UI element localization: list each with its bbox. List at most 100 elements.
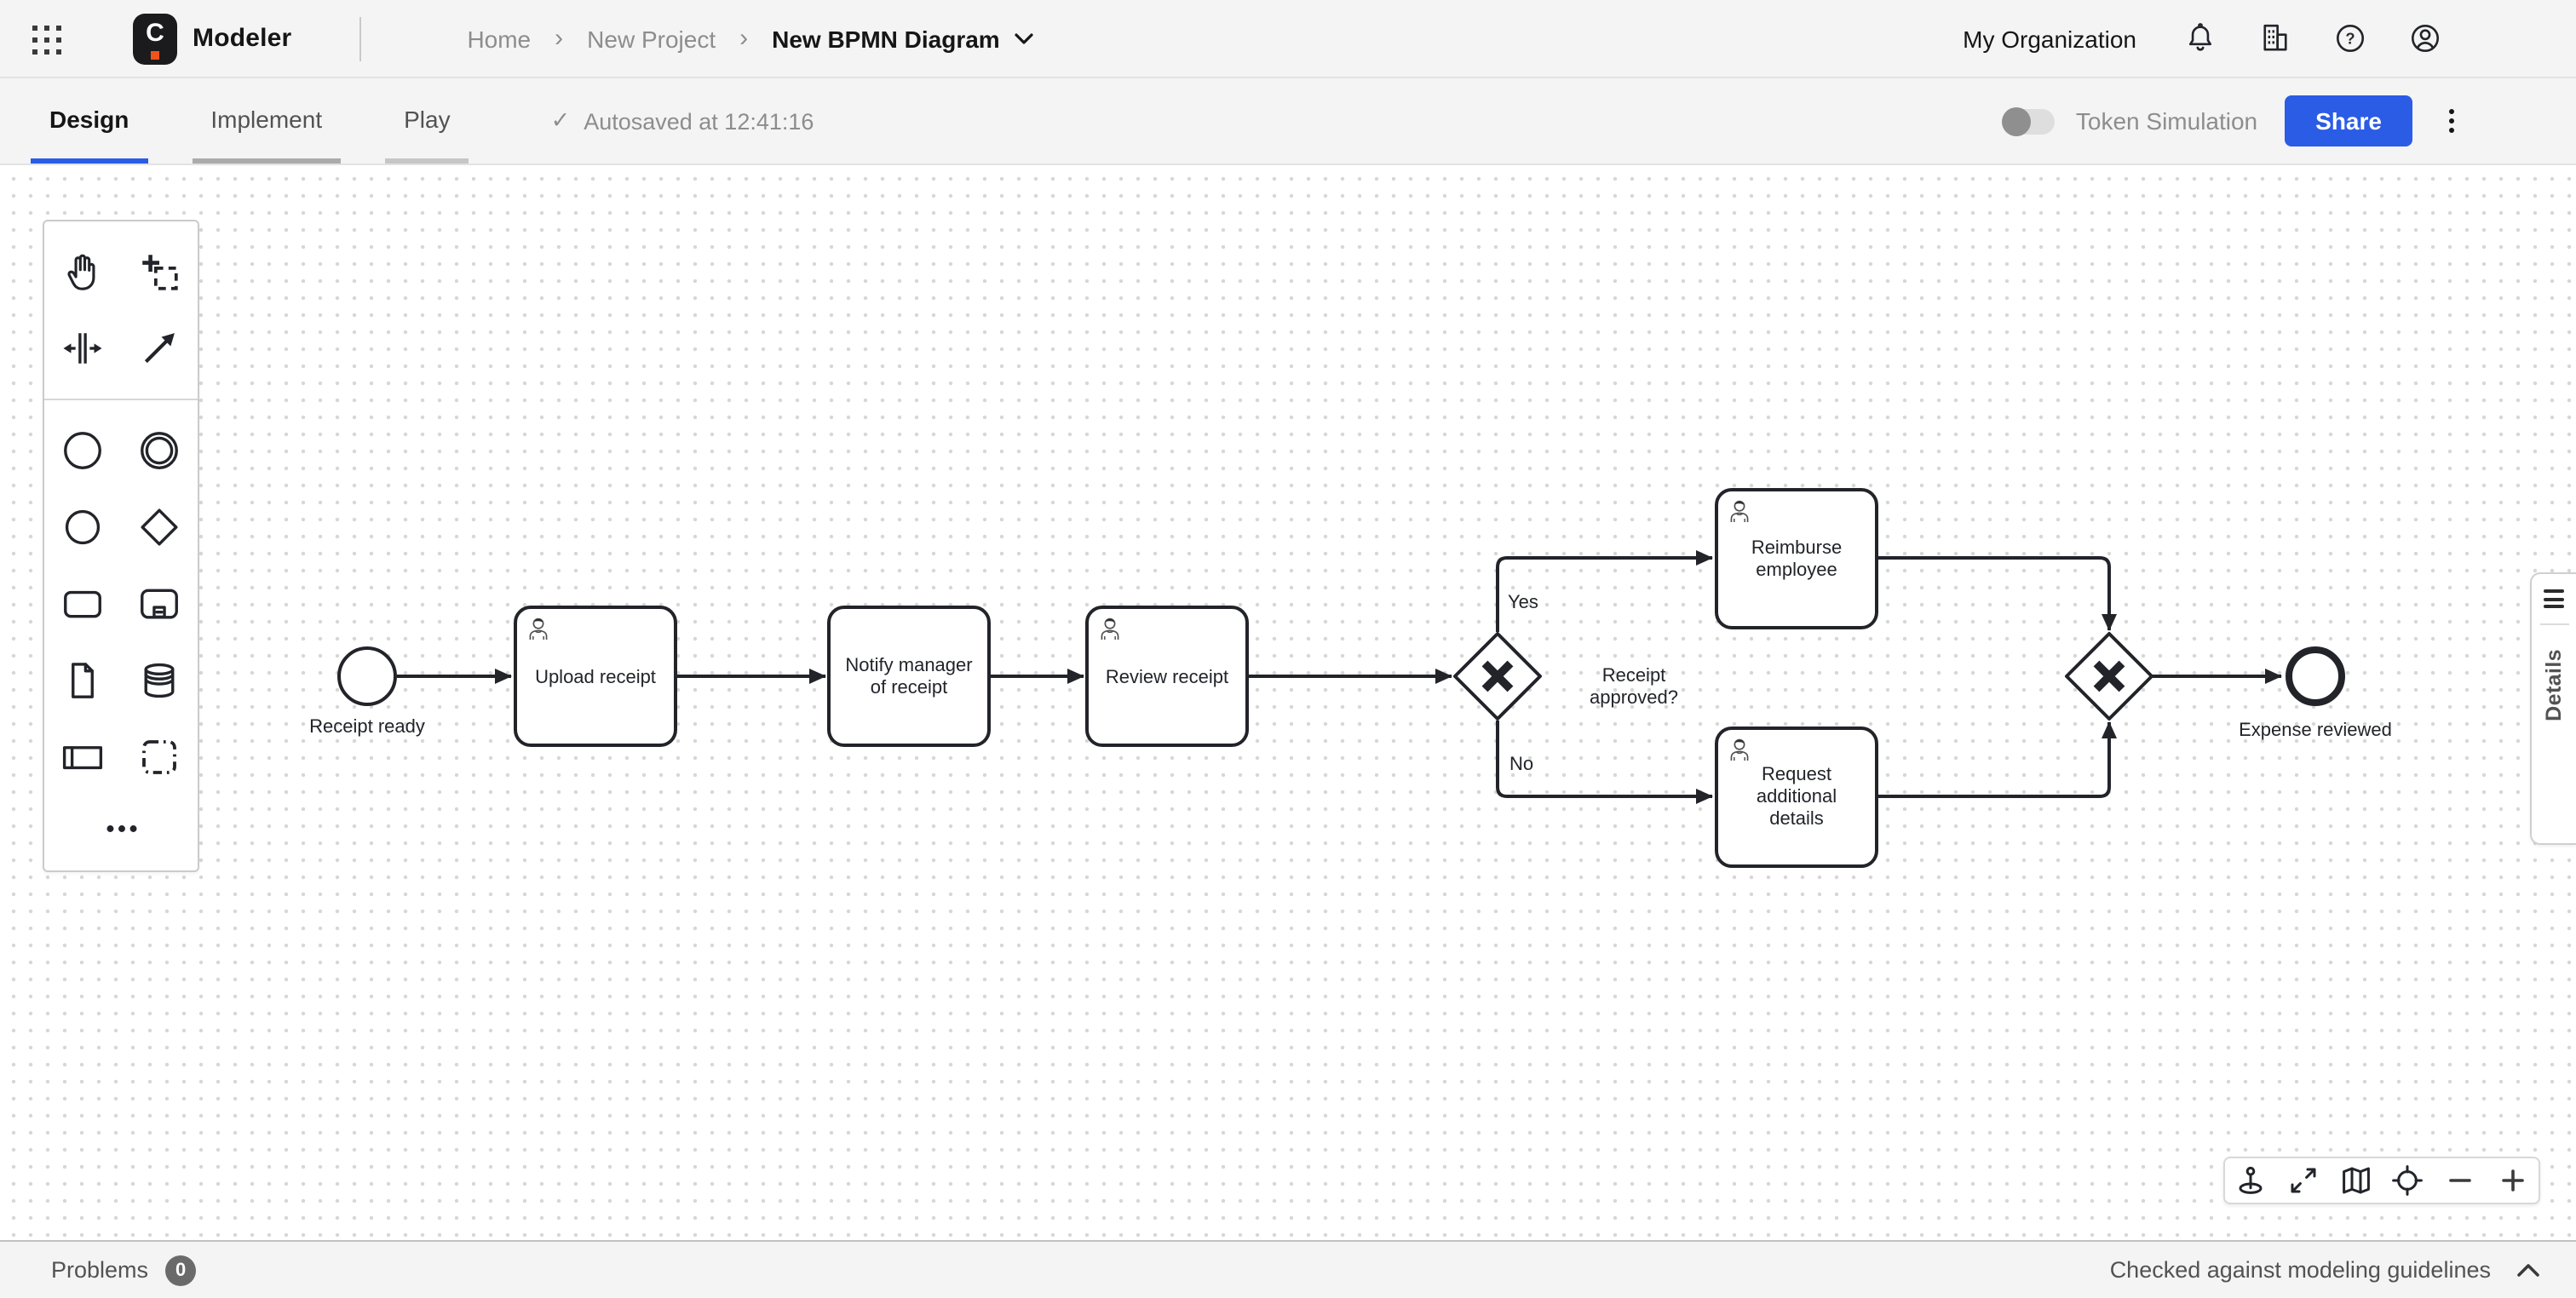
create-subprocess[interactable] — [121, 566, 198, 642]
space-tool[interactable] — [44, 310, 121, 387]
create-participant[interactable] — [44, 719, 121, 795]
flow-no-to-request[interactable] — [1496, 721, 1713, 804]
check-icon: ✓ — [550, 107, 571, 133]
end-event-label: Expense reviewed — [2239, 719, 2392, 740]
more-elements-button[interactable] — [83, 795, 159, 860]
task-reimburse-employee[interactable]: Reimburse employee — [1715, 488, 1878, 629]
plus-icon — [2501, 1169, 2524, 1192]
more-tools-icon — [106, 824, 136, 831]
token-simulation-toggle[interactable] — [2002, 106, 2056, 135]
help-icon: ? — [2335, 24, 2364, 53]
flow-yes-to-reimburse[interactable] — [1496, 550, 1713, 632]
camunda-logo[interactable]: C — [133, 13, 177, 64]
lasso-tool[interactable] — [121, 233, 198, 310]
problems-count-badge: 0 — [165, 1255, 197, 1285]
gateway-merge[interactable] — [2065, 632, 2153, 721]
tab-design[interactable]: Design — [31, 78, 148, 164]
minus-icon — [2449, 1179, 2471, 1182]
intermediate-event-icon — [141, 432, 178, 469]
chevron-up-icon — [2517, 1264, 2539, 1277]
navbar-divider — [359, 16, 362, 60]
account-button[interactable] — [2402, 16, 2447, 60]
create-task[interactable] — [44, 566, 121, 642]
lasso-tool-icon — [142, 255, 178, 290]
toolbar-right: Token Simulation Share — [2002, 78, 2576, 164]
hand-mode-button[interactable] — [2228, 1158, 2275, 1203]
breadcrumb-current-diagram[interactable]: New BPMN Diagram — [772, 25, 1034, 52]
create-start-event[interactable] — [44, 412, 121, 489]
details-panel-tab[interactable]: Details — [2530, 572, 2576, 845]
participant-icon — [62, 746, 103, 770]
data-store-icon — [144, 663, 175, 698]
diagram-canvas[interactable]: Receipt ready Upload receipt Notify mana… — [0, 165, 2576, 1240]
flow-reimburse-to-merge[interactable] — [1877, 556, 2117, 631]
sequence-flows[interactable] — [397, 550, 2282, 804]
fit-viewport-button[interactable] — [2280, 1158, 2327, 1203]
breadcrumb-project[interactable]: New Project — [587, 25, 716, 52]
create-group[interactable] — [121, 719, 198, 795]
notifications-button[interactable] — [2177, 16, 2222, 60]
toggle-knob — [2002, 106, 2032, 135]
gateway-receipt-approved[interactable]: Receipt approved? — [1453, 632, 1678, 721]
overflow-menu-button[interactable] — [2433, 97, 2470, 145]
autosave-text: Autosaved at 12:41:16 — [584, 108, 814, 134]
task-upload-receipt[interactable]: Upload receipt — [514, 606, 677, 747]
end-event-expense-reviewed[interactable]: Expense reviewed — [2239, 646, 2392, 740]
subprocess-icon — [141, 589, 178, 619]
gateway-label-line2: approved? — [1590, 686, 1678, 708]
end-event-icon — [65, 509, 101, 545]
logo-letter: C — [146, 18, 164, 47]
task-icon — [64, 590, 101, 618]
diagram-name: New BPMN Diagram — [772, 25, 1000, 52]
flow-request-to-merge[interactable] — [1877, 721, 2117, 798]
problems-label: Problems — [51, 1257, 149, 1283]
create-data-store[interactable] — [121, 642, 198, 719]
start-event-label: Receipt ready — [309, 715, 425, 737]
task-request-additional-details[interactable]: Request additional details — [1715, 727, 1878, 868]
task-review-receipt[interactable]: Review receipt — [1085, 606, 1249, 747]
canvas-controls — [2223, 1157, 2540, 1204]
zoom-out-button[interactable] — [2436, 1158, 2484, 1203]
minimap-button[interactable] — [2332, 1158, 2379, 1203]
create-end-event[interactable] — [44, 489, 121, 566]
start-event-icon — [64, 432, 101, 469]
hand-tool-icon — [67, 254, 95, 290]
task-notify-manager[interactable]: Notify manager of receipt — [827, 606, 991, 747]
task-label-line2: of receipt — [871, 676, 948, 698]
flow-label-no: No — [1509, 753, 1533, 774]
help-button[interactable]: ? — [2327, 16, 2372, 60]
chevron-down-icon — [1015, 32, 1033, 43]
user-icon — [2410, 24, 2439, 53]
start-event-receipt-ready[interactable]: Receipt ready — [309, 646, 425, 737]
create-data-object[interactable] — [44, 642, 121, 719]
connection-tool[interactable] — [121, 310, 198, 387]
app-switcher-icon[interactable] — [24, 14, 72, 62]
building-icon — [2263, 24, 2286, 51]
palette-divider — [44, 399, 198, 400]
pan-mode-icon — [2240, 1166, 2263, 1194]
gateway-icon — [141, 508, 178, 546]
group-icon — [142, 740, 176, 774]
reset-origin-button[interactable] — [2384, 1158, 2432, 1203]
svg-text:?: ? — [2344, 30, 2354, 48]
autosave-status: ✓ Autosaved at 12:41:16 — [551, 78, 814, 164]
task-label-line1: Notify manager — [845, 654, 972, 675]
breadcrumb-home[interactable]: Home — [467, 25, 532, 52]
organization-menu[interactable]: My Organization — [1963, 25, 2136, 52]
navbar-right: My Organization — [1963, 16, 2552, 60]
guidelines-status[interactable]: Checked against modeling guidelines — [2110, 1257, 2542, 1283]
create-intermediate-event[interactable] — [121, 412, 198, 489]
problems-button[interactable]: Problems 0 — [51, 1255, 197, 1285]
tab-implement[interactable]: Implement — [192, 78, 342, 164]
minimap-icon — [2342, 1167, 2370, 1194]
mode-toolbar: Design Implement Play ✓ Autosaved at 12:… — [0, 78, 2576, 165]
task-label-line2: employee — [1756, 559, 1837, 580]
tab-play[interactable]: Play — [385, 78, 469, 164]
status-bar: Problems 0 Checked against modeling guid… — [0, 1240, 2576, 1298]
hand-tool[interactable] — [44, 233, 121, 310]
organizations-button[interactable] — [2252, 16, 2297, 60]
share-button[interactable]: Share — [2285, 95, 2412, 146]
create-gateway[interactable] — [121, 489, 198, 566]
zoom-in-button[interactable] — [2488, 1158, 2536, 1203]
